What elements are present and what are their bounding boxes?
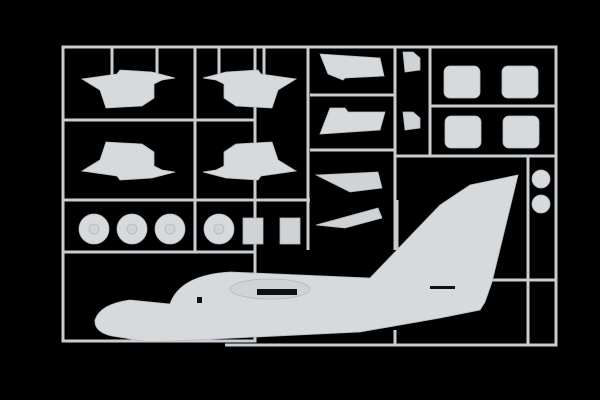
square-panel-parts: [242, 217, 301, 245]
fuselage-half-part: [94, 174, 519, 343]
wheel-parts: [78, 169, 551, 245]
landing-gear-strut-parts: [314, 171, 383, 229]
intake-cowling-parts: [443, 65, 540, 149]
flap-parts: [319, 53, 386, 135]
small-bracket-parts: [402, 51, 421, 131]
engine-nacelle-parts: [80, 69, 298, 181]
